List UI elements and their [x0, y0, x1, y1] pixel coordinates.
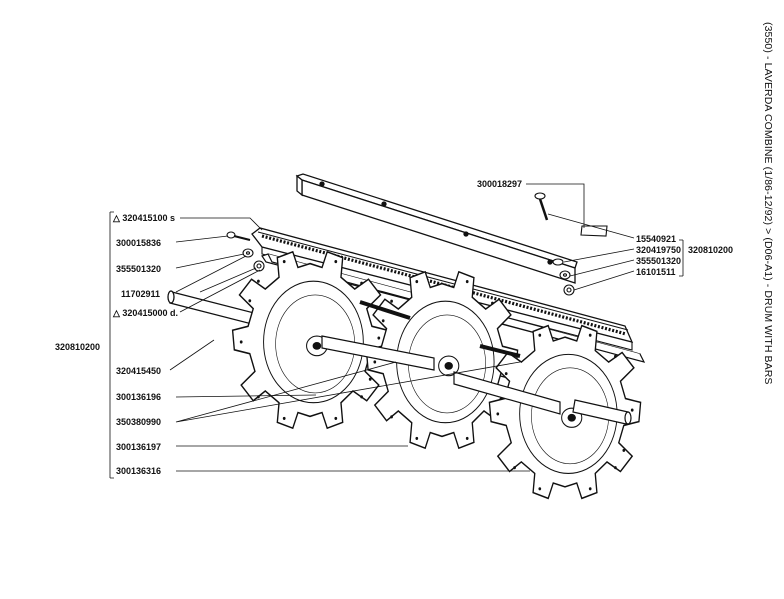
washer-355501320-left: [242, 248, 254, 258]
page-title: (3550) - LAVERDA COMBINE (1/86-12/92) > …: [762, 22, 774, 385]
label-350380990: 350380990: [116, 417, 162, 427]
beater-bar-upper: [295, 173, 578, 284]
shaft-segments: [321, 300, 632, 425]
label-320810200-right: 320810200: [688, 245, 734, 255]
label-16101511: 16101511: [636, 267, 676, 277]
label-320810200-left: 320810200: [55, 342, 101, 352]
label-320415450: 320415450: [116, 366, 162, 376]
label-300136197: 300136197: [116, 442, 162, 452]
bolt-300015836: [226, 231, 251, 241]
label-320419750: 320419750: [636, 245, 682, 255]
leader-lines: [109, 183, 684, 479]
label-300136316: 300136316: [116, 466, 162, 476]
nut-11702911: [253, 260, 265, 272]
label-355501320-left: 355501320: [116, 264, 162, 274]
washer-320419750: [552, 258, 564, 266]
washer-355501320-right: [559, 270, 571, 280]
label-300136196: 300136196: [116, 392, 162, 402]
label-11702911: 11702911: [121, 289, 161, 299]
label-320415100: △ 320415100 s: [113, 213, 175, 223]
nut-16101511: [563, 284, 575, 296]
rotor-disc-left: [231, 251, 389, 429]
label-320415000: △ 320415000 d.: [113, 308, 178, 318]
bolt-15540921: [534, 192, 549, 221]
plate-300018297: [580, 225, 608, 237]
label-300015836: 300015836: [116, 238, 162, 248]
label-15540921: 15540921: [636, 234, 677, 244]
label-300018297: 300018297: [477, 179, 523, 189]
label-355501320-right: 355501320: [636, 256, 682, 266]
